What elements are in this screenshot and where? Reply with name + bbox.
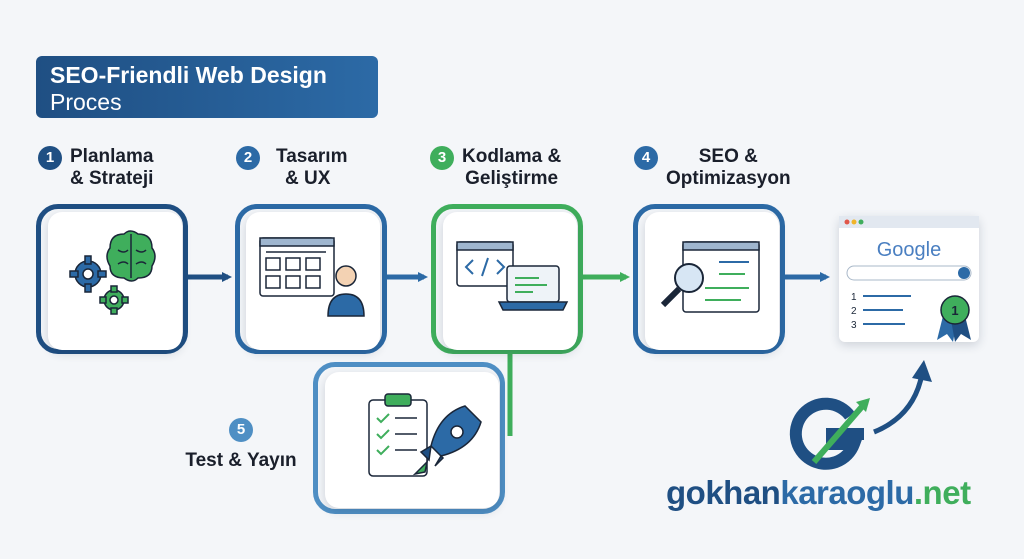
step-1-label: 1 Planlama & Strateji xyxy=(38,146,153,190)
brand-g-logo-icon xyxy=(789,397,870,470)
award-badge-icon: 1 xyxy=(937,295,971,342)
up-arrow-icon xyxy=(873,360,932,435)
checklist-icon xyxy=(368,393,428,477)
step-5-illustration xyxy=(368,393,482,477)
step-2-line1: Tasarım xyxy=(276,146,348,167)
step-5-text: Test & Yayın xyxy=(185,450,297,471)
rank-3: 3 xyxy=(851,320,857,331)
step-5-card xyxy=(325,372,499,508)
small-gear-icon xyxy=(99,285,129,315)
title-line-1: SEO-Friendli Web Design xyxy=(50,62,327,88)
browser-bar xyxy=(839,216,979,228)
title-line-2: Proces xyxy=(50,89,122,115)
step-3-line2: Geliştirme xyxy=(465,168,559,189)
step-3-text: Kodlama & Geliştirme xyxy=(462,146,561,190)
step-1-illustration xyxy=(69,230,156,315)
magnifier-icon xyxy=(660,263,704,308)
step-2-text: Tasarım & UX xyxy=(268,146,347,190)
search-results-card: Google 1 2 3 1 xyxy=(839,216,979,342)
step-2-number: 2 xyxy=(236,146,260,170)
brand-part-3: .net xyxy=(913,474,971,511)
google-logo-text: Google xyxy=(877,239,942,261)
brand-wordmark: gokhankaraoglu.net xyxy=(666,474,971,512)
step-1-frame xyxy=(36,204,188,354)
step-1-text: Planlama & Strateji xyxy=(70,146,153,190)
rocket-icon xyxy=(412,405,482,476)
brand-mark xyxy=(789,360,932,470)
step-2-label: 2 Tasarım & UX xyxy=(236,146,347,190)
step-4-card xyxy=(645,212,779,350)
laptop-icon xyxy=(497,265,569,311)
step-1-card xyxy=(48,212,182,350)
step-2-card xyxy=(246,212,380,350)
step-1-number: 1 xyxy=(38,146,62,170)
step-2-frame xyxy=(235,204,387,354)
step-4-line1: SEO & xyxy=(698,146,758,167)
search-results-illustration: Google 1 2 3 1 xyxy=(839,216,979,342)
step-2-line2: & UX xyxy=(285,168,331,189)
step-4-number: 4 xyxy=(634,146,658,170)
step-5-frame xyxy=(313,362,505,514)
step-1-line1: Planlama xyxy=(70,146,154,167)
user-icon xyxy=(327,265,365,317)
step-1-line2: & Strateji xyxy=(70,168,154,189)
brain-icon xyxy=(106,230,156,282)
step-3-card xyxy=(443,212,577,350)
step-3-label: 3 Kodlama & Geliştirme xyxy=(430,146,561,190)
step-2-illustration xyxy=(259,237,365,317)
step-4-frame xyxy=(633,204,785,354)
search-icon xyxy=(958,267,970,279)
step-3-line1: Kodlama & xyxy=(462,146,562,167)
step-5-number: 5 xyxy=(229,418,253,442)
step-4-text: SEO & Optimizasyon xyxy=(666,146,791,190)
diagram-title: SEO-Friendli Web Design Proces xyxy=(36,56,378,118)
brand-part-1: gokhan xyxy=(666,474,781,511)
step-4-line2: Optimizasyon xyxy=(666,168,791,189)
step-5-label: 5 Test & Yayın xyxy=(180,418,302,472)
wireframe-icon xyxy=(259,237,335,297)
rank-1: 1 xyxy=(851,292,857,303)
search-bar xyxy=(846,265,972,281)
rank-2: 2 xyxy=(851,306,857,317)
badge-number: 1 xyxy=(951,303,958,318)
gear-icon xyxy=(69,255,107,293)
brand-part-2: karaoglu xyxy=(780,474,914,511)
webpage-icon xyxy=(682,241,760,313)
step-3-illustration xyxy=(456,241,569,311)
step-3-frame xyxy=(431,204,583,354)
step-4-label: 4 SEO & Optimizasyon xyxy=(634,146,791,190)
step-4-illustration xyxy=(660,241,760,313)
step-3-number: 3 xyxy=(430,146,454,170)
code-window-icon xyxy=(456,241,514,287)
